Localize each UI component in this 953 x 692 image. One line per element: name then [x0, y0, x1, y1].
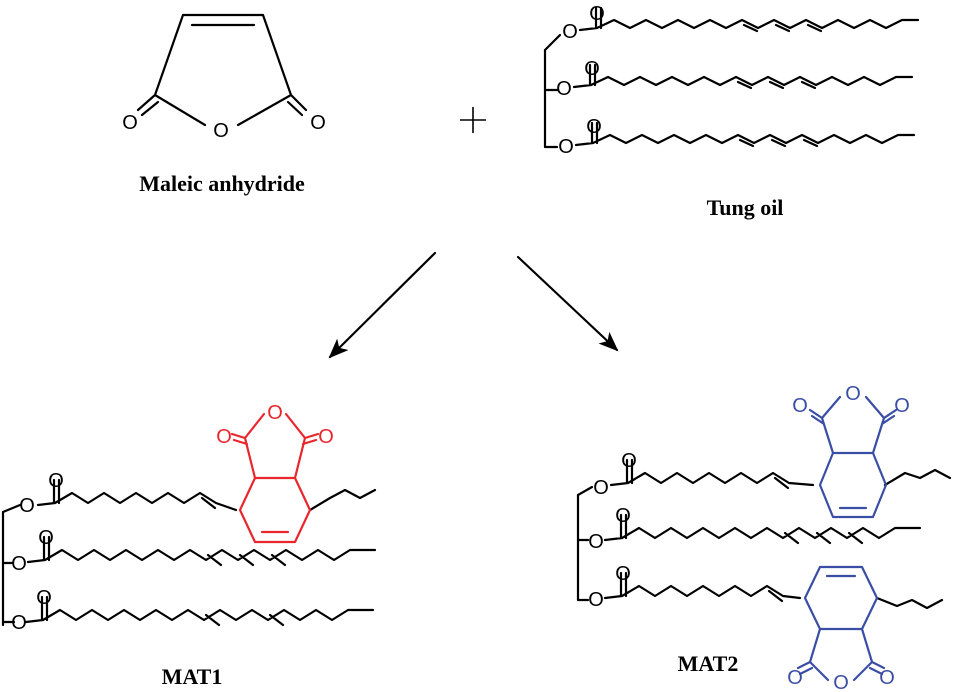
mat2-upper-ring-oxygen: O	[845, 383, 861, 405]
maleic-anhydride-label: Maleic anhydride	[139, 171, 305, 196]
mat2-carbonyl-oxygen-3: O	[615, 563, 631, 585]
tung-carbonyl-oxygen-3: O	[586, 116, 602, 138]
mat2-anhydride-adduct-upper	[808, 395, 898, 519]
maleic-anhydride-structure: O O O	[122, 13, 326, 142]
mat1-carbonyl-oxygen-1: O	[48, 470, 64, 492]
mat2-ester-oxygen-3: O	[588, 589, 604, 611]
maleic-carbonyl-oxygen-right: O	[310, 112, 326, 134]
mat2-ester-oxygen-2: O	[588, 531, 604, 553]
mat1-adduct-carbonyl-oxygen-left: O	[216, 426, 232, 448]
mat2-upper-carbonyl-oxygen-left: O	[792, 395, 808, 417]
mat2-lower-carbonyl-oxygen-right: O	[879, 667, 895, 689]
mat1-structure: O O O O O O O O O	[1, 402, 377, 634]
mat1-ester-oxygen-3: O	[11, 612, 27, 634]
tung-ester-oxygen-2: O	[556, 78, 572, 100]
plus-sign	[460, 107, 486, 133]
mat1-carbonyl-oxygen-3: O	[36, 587, 52, 609]
tung-ester-oxygen-1: O	[562, 21, 578, 43]
tung-oil-structure: O O O O O O	[543, 3, 920, 158]
mat2-upper-carbonyl-oxygen-right: O	[894, 395, 910, 417]
arrow-to-mat2	[516, 255, 619, 352]
mat2-ester-oxygen-1: O	[593, 477, 609, 499]
mat1-ester-oxygen-1: O	[19, 495, 35, 517]
maleic-ring-oxygen: O	[213, 120, 229, 142]
mat2-lower-carbonyl-oxygen-left: O	[787, 667, 803, 689]
maleic-carbonyl-oxygen-left: O	[122, 112, 138, 134]
mat2-carbonyl-oxygen-2: O	[615, 505, 631, 527]
mat2-anhydride-adduct-lower	[796, 565, 886, 682]
mat1-anhydride-adduct	[230, 412, 320, 544]
mat2-structure: O O O O O O O O O O O O	[576, 383, 952, 692]
mat1-adduct-carbonyl-oxygen-right: O	[318, 426, 334, 448]
mat1-label: MAT1	[162, 664, 223, 689]
tung-carbonyl-oxygen-1: O	[589, 3, 605, 25]
tung-ester-oxygen-3: O	[558, 136, 574, 158]
mat2-lower-ring-oxygen: O	[833, 672, 849, 692]
mat2-label: MAT2	[678, 651, 739, 676]
mat1-ester-oxygen-2: O	[11, 553, 27, 575]
mat2-carbonyl-oxygen-1: O	[621, 450, 637, 472]
tung-carbonyl-oxygen-2: O	[584, 58, 600, 80]
arrow-to-mat1	[328, 251, 437, 359]
tung-oil-label: Tung oil	[707, 195, 784, 220]
mat1-adduct-ring-oxygen: O	[267, 402, 283, 424]
mat1-carbonyl-oxygen-2: O	[38, 527, 54, 549]
